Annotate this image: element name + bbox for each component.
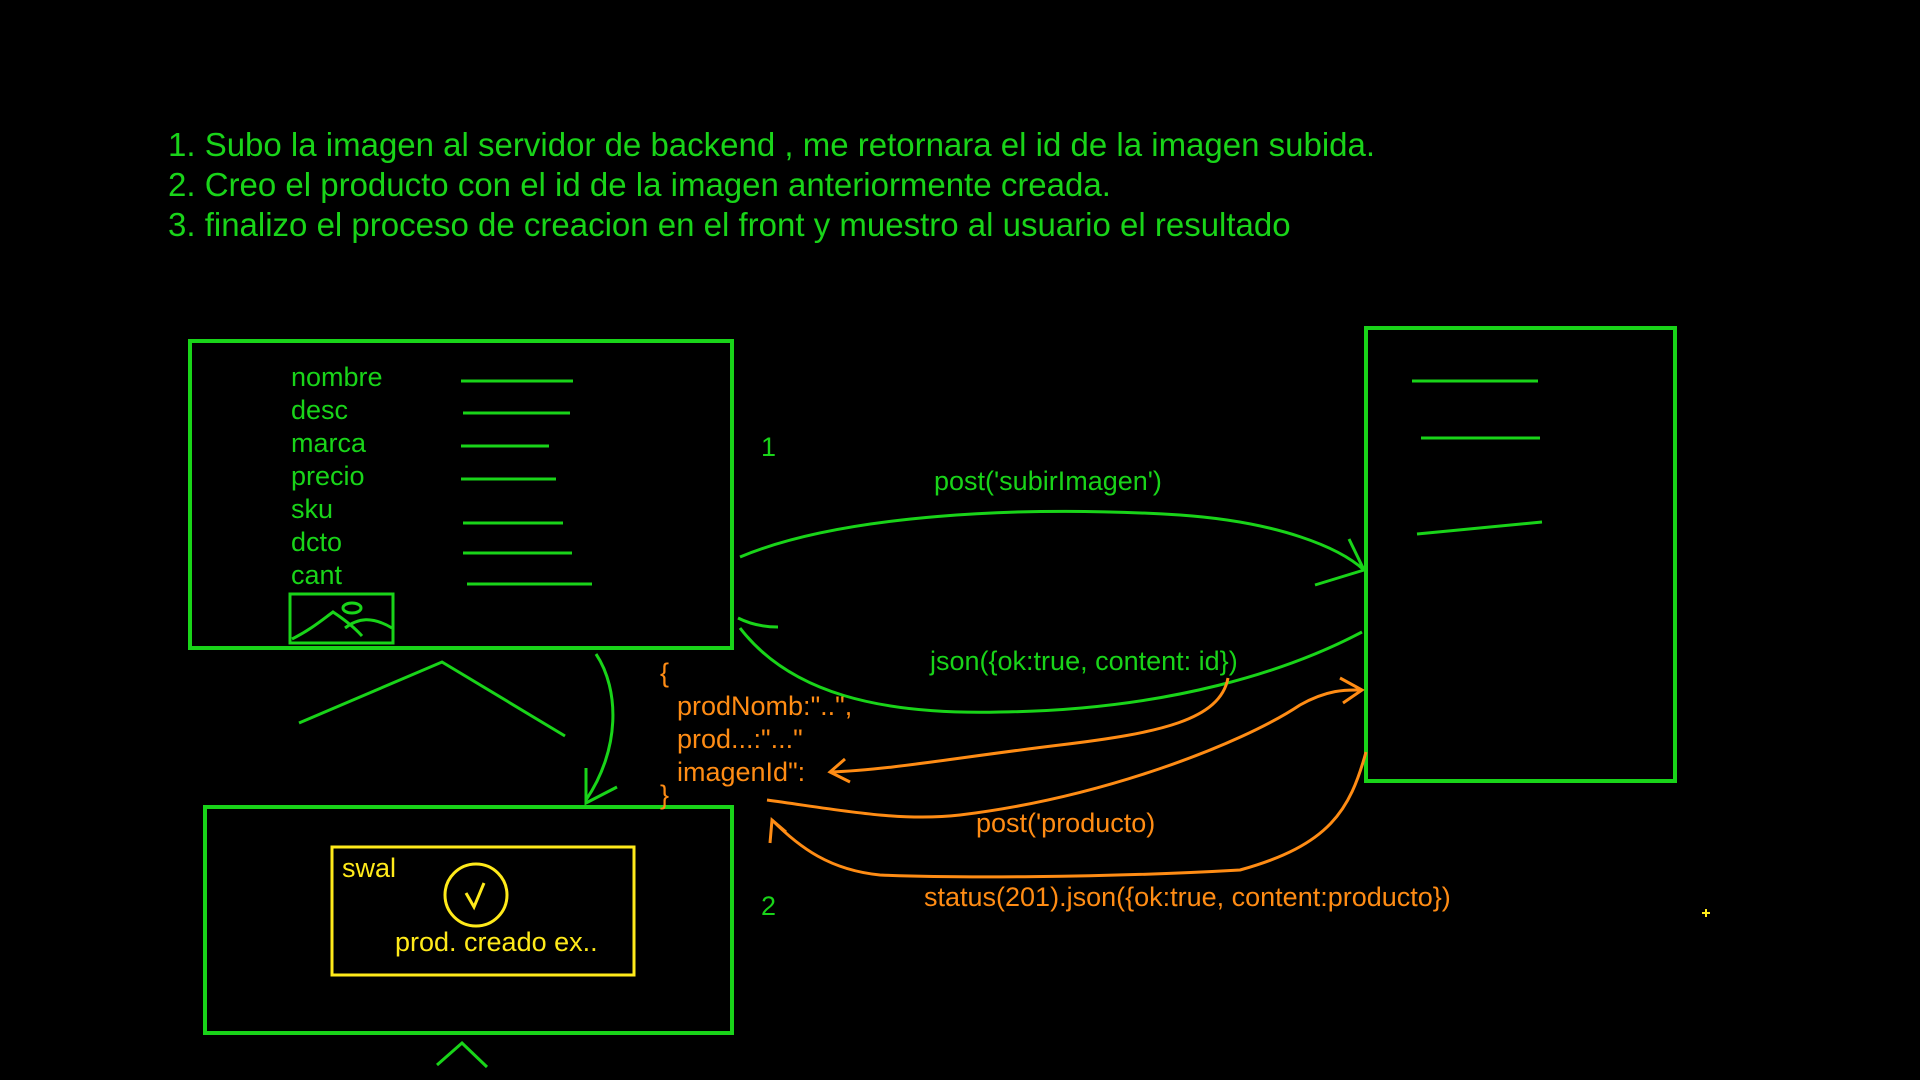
swal-message: prod. creado ex.. <box>395 927 598 957</box>
create-product-label: post('producto) <box>976 808 1156 838</box>
swal-title: swal <box>342 853 397 883</box>
upload-response-arrow <box>737 616 1363 714</box>
create-response-label: status(201).json({ok:true, content:produ… <box>924 882 1451 912</box>
form-to-result-arrow <box>584 653 618 806</box>
cursor-mark <box>1702 909 1710 917</box>
check-circle-icon <box>443 862 509 928</box>
image-placeholder-icon <box>288 592 395 645</box>
form-panel <box>188 339 734 650</box>
field-label-desc: desc <box>291 395 349 425</box>
step-3: 3. finalizo el proceso de creacion en el… <box>168 206 1291 243</box>
step-2: 2. Creo el producto con el id de la imag… <box>168 166 1111 203</box>
result-panel <box>203 805 734 1035</box>
field-label-sku: sku <box>291 494 334 524</box>
swal-alert-box <box>330 845 636 977</box>
field-label-marca: marca <box>291 428 367 458</box>
id-to-payload-arrow <box>827 677 1230 784</box>
upload-response-label: json({ok:true, content: id}) <box>930 646 1238 676</box>
payload-close-brace: } <box>660 780 670 810</box>
field-label-precio: precio <box>291 461 365 491</box>
field-label-cant: cant <box>291 560 343 590</box>
form-panel-stand <box>298 660 566 738</box>
form-field-lines <box>461 379 592 586</box>
backend-lines <box>1412 379 1543 536</box>
step-number-2: 2 <box>761 891 777 921</box>
field-label-dcto: dcto <box>291 527 343 557</box>
backend-panel <box>1364 326 1677 783</box>
payload-line-3: imagenId": <box>677 757 806 787</box>
step-number-1: 1 <box>761 432 777 462</box>
step-1: 1. Subo la imagen al servidor de backend… <box>168 126 1376 163</box>
field-label-nombre: nombre <box>291 362 383 392</box>
upload-arrow <box>739 509 1367 587</box>
payload-line-1: prodNomb:"..", <box>677 691 853 721</box>
create-response-arrow <box>768 751 1368 879</box>
create-product-arrow <box>766 676 1365 819</box>
payload-open-brace: { <box>660 658 670 688</box>
result-panel-stand <box>436 1040 489 1069</box>
steps-list: 1. Subo la imagen al servidor de backend… <box>168 128 1375 248</box>
upload-request-label: post('subirImagen') <box>934 466 1162 496</box>
payload-line-2: prod...:"..." <box>677 724 803 754</box>
